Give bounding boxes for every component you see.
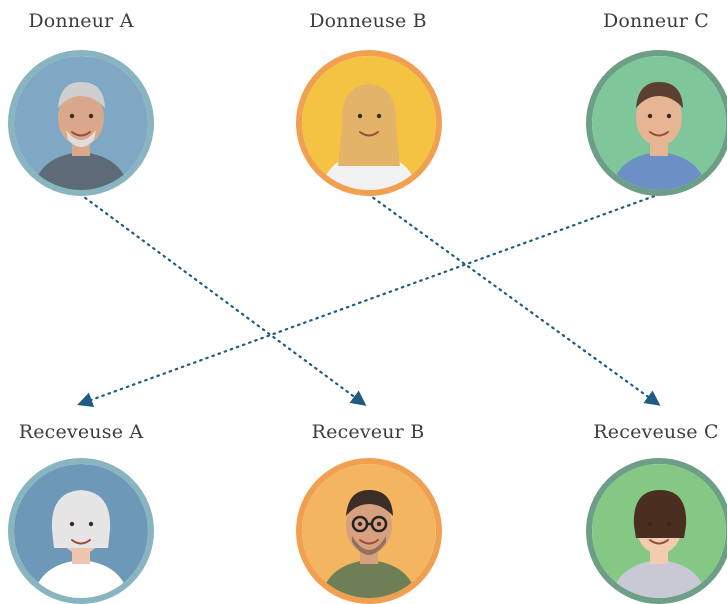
portrait-image <box>592 464 726 598</box>
portrait-image <box>14 56 148 190</box>
recipient-label-a: Receveuse A <box>18 421 144 443</box>
arrow-donneuse-b-to-receveuse-c <box>366 192 661 406</box>
recipient-avatar-a <box>8 458 154 604</box>
donor-avatar-c <box>586 50 727 196</box>
donor-label-c: Donneur C <box>602 10 710 32</box>
recipient-label-b: Receveur B <box>311 421 425 443</box>
arrow-donneur-a-to-receveur-b <box>78 192 367 406</box>
portrait-image <box>302 56 436 190</box>
recipient-avatar-b <box>296 458 442 604</box>
recipient-avatar-c <box>586 458 727 604</box>
donor-label-a: Donneur A <box>28 10 134 32</box>
arrow-donneur-c-to-receveuse-a <box>77 192 662 408</box>
donor-avatar-b <box>296 50 442 196</box>
donor-avatar-a <box>8 50 154 196</box>
portrait-image <box>302 464 436 598</box>
portrait-image <box>592 56 726 190</box>
donor-label-b: Donneuse B <box>309 10 427 32</box>
portrait-image <box>14 464 148 598</box>
recipient-label-c: Receveuse C <box>593 421 719 443</box>
